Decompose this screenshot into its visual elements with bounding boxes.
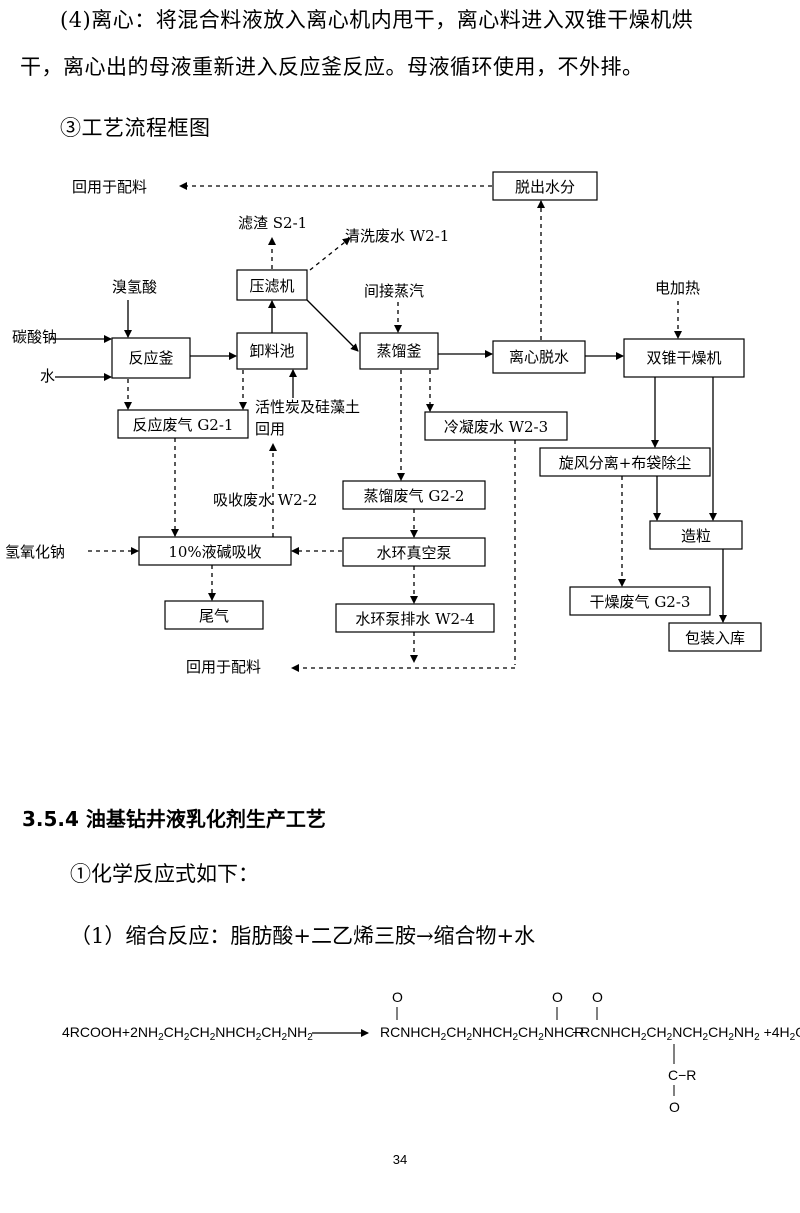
box-distill-gas	[342, 480, 486, 510]
box-alkali-absorb	[138, 536, 292, 566]
label-absorb-water: 吸收废水 W2-2	[213, 491, 317, 509]
reaction-title: （1）缩合反应：脂肪酸+二乙烯三胺→缩合物+水	[70, 924, 536, 948]
chemical-equation: O O O 4RCOOH+2NH2CH2CH2NHCH2CH2NH2 RCNHC…	[62, 989, 800, 1115]
eq-oxygen-3: O	[592, 989, 603, 1005]
box-filter-press-label: 压滤机	[249, 277, 294, 295]
eq-oxygen-1: O	[392, 989, 403, 1005]
box-reactor-gas	[117, 409, 249, 439]
box-cyclone-label: 旋风分离+布袋除尘	[559, 454, 692, 472]
box-distill-gas-label: 蒸馏废气 G2-2	[364, 487, 465, 505]
arrow-press-kettle	[306, 299, 359, 352]
formula-intro: ①化学反应式如下：	[70, 862, 259, 886]
arrow-press-washwater	[309, 237, 351, 271]
eq-product-2: +RCNHCH2CH2NCH2CH2NH2 +4H2O	[572, 1024, 800, 1043]
box-vacuum-pump-label: 水环真空泵	[376, 544, 451, 562]
paragraph-line-2: 干，离心出的母液重新进入反应釜反应。母液循环使用，不外排。	[20, 55, 644, 79]
eq-oxygen-4: O	[669, 1099, 680, 1115]
paragraph-line-1: (4)离心：将混合料液放入离心机内甩干，离心料进入双锥干燥机烘	[60, 8, 694, 32]
box-alkali-absorb-label: 10%液碱吸收	[168, 543, 261, 561]
label-reuse-bottom: 回用于配料	[186, 658, 261, 676]
box-condense-water	[424, 411, 568, 441]
label-naoh: 氢氧化钠	[5, 543, 65, 561]
box-discharge-tank-label: 卸料池	[249, 342, 294, 360]
box-dryer-label: 双锥干燥机	[646, 349, 721, 367]
box-dehydrate-label: 脱出水分	[515, 178, 575, 196]
process-flowchart: 脱出水分 压滤机 反应釜 卸料池 蒸馏釜 离心脱水 双锥干燥机 反应废气 G2-…	[5, 171, 762, 676]
label-filter-residue: 滤渣 S2-1	[238, 214, 307, 232]
page-number: 34	[392, 1152, 408, 1167]
box-granulate	[649, 520, 743, 550]
box-pump-drain-label: 水环泵排水 W2-4	[355, 610, 474, 628]
box-package-label: 包装入库	[685, 629, 745, 647]
box-reactor-label: 反应釜	[128, 349, 173, 367]
eq-product-1: RCNHCH2CH2NHCH2CH2NHCR	[380, 1024, 584, 1043]
box-distill-kettle	[359, 332, 439, 370]
eq-oxygen-2: O	[552, 989, 563, 1005]
box-package	[668, 622, 762, 652]
label-indirect-steam: 间接蒸汽	[364, 282, 424, 300]
box-dry-gas	[569, 586, 711, 616]
box-tail-gas-label: 尾气	[199, 607, 229, 625]
box-filter-press	[236, 269, 308, 301]
section-heading: 3.5.4 油基钻井液乳化剂生产工艺	[22, 807, 326, 831]
box-reactor	[111, 337, 191, 379]
eq-reactants: 4RCOOH+2NH2CH2CH2NHCH2CH2NH2	[62, 1024, 313, 1043]
flow-title: ③工艺流程框图	[60, 116, 211, 140]
box-granulate-label: 造粒	[681, 527, 711, 545]
label-water: 水	[40, 367, 55, 385]
box-dry-gas-label: 干燥废气 G2-3	[590, 593, 691, 611]
box-dehydrate	[492, 171, 598, 201]
box-discharge-tank	[236, 332, 308, 370]
label-hbr: 溴氢酸	[112, 278, 157, 296]
box-centrifuge	[492, 340, 586, 374]
label-reuse-top: 回用于配料	[72, 178, 147, 196]
box-dryer	[623, 338, 745, 378]
label-carbon-reuse-2: 回用	[255, 420, 285, 438]
box-distill-kettle-label: 蒸馏釜	[376, 342, 421, 360]
box-cyclone	[539, 447, 711, 477]
eq-branch: C−R	[668, 1067, 696, 1083]
box-tail-gas	[164, 600, 264, 630]
box-condense-water-label: 冷凝废水 W2-3	[444, 418, 548, 436]
box-pump-drain	[335, 603, 495, 633]
box-centrifuge-label: 离心脱水	[509, 348, 569, 366]
label-wash-water: 清洗废水 W2-1	[345, 227, 449, 245]
label-sodium-carbonate: 碳酸钠	[12, 328, 57, 346]
label-electric-heat: 电加热	[655, 279, 700, 297]
label-carbon-reuse-1: 活性炭及硅藻土	[255, 398, 360, 416]
box-reactor-gas-label: 反应废气 G2-1	[133, 416, 234, 434]
